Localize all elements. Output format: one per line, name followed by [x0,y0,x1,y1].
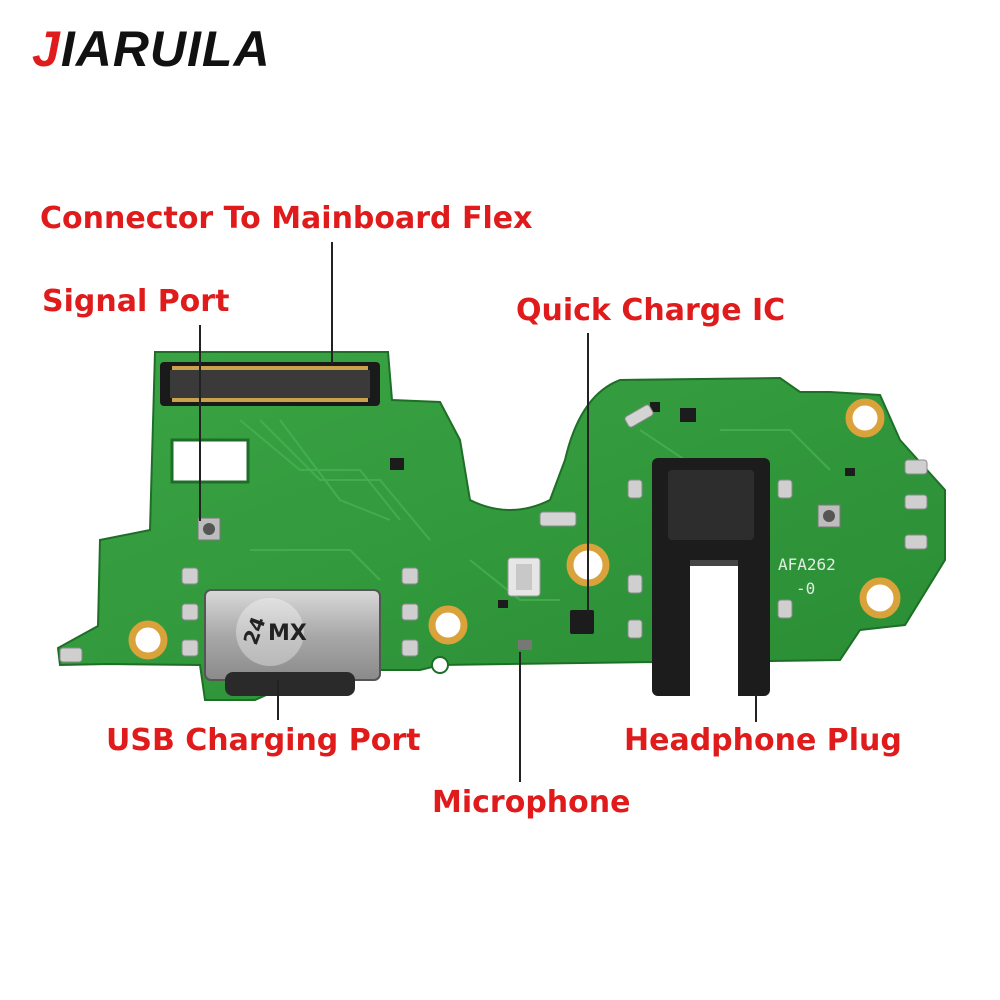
usb-mark-2: MX [268,621,307,646]
leader-line-microphone [519,652,521,782]
brand-logo-rest: IARUILA [60,21,271,77]
leader-line-headphone [755,694,757,722]
brand-logo-first-letter: J [32,21,61,77]
leader-line-quick-charge [587,333,589,613]
coax-connector-right [817,504,841,528]
label-signal-port: Signal Port [42,284,230,319]
leader-line-connector [331,242,333,364]
usb-charging-port: 24 MX [204,589,381,696]
silkscreen-part-suffix: -0 [796,579,815,598]
brand-logo: JIARUILA [32,20,271,78]
leader-line-signal-port [199,325,201,521]
silkscreen-part-code: AFA262 [778,555,836,574]
label-quick-charge-ic: Quick Charge IC [516,293,786,328]
mainboard-flex-connector [160,362,380,406]
leader-line-usb [277,680,279,720]
headphone-jack [652,458,770,696]
signal-port [197,517,221,541]
label-usb-charging-port: USB Charging Port [106,723,421,758]
label-headphone-plug: Headphone Plug [624,723,902,758]
label-connector-to-mainboard-flex: Connector To Mainboard Flex [40,201,533,236]
label-microphone: Microphone [432,785,631,820]
microphone-component [507,557,541,597]
quick-charge-ic-chip [570,610,594,634]
